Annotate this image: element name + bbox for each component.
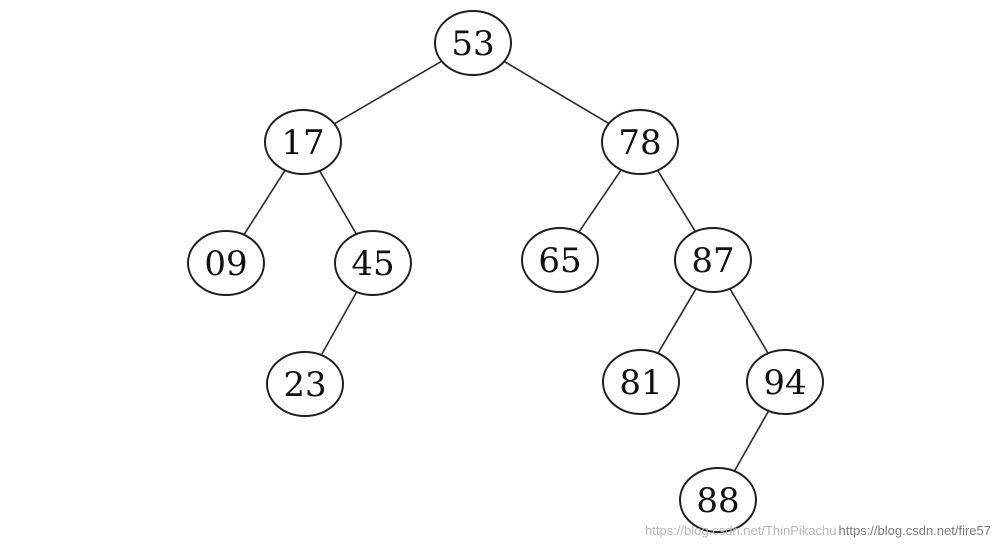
node-label: 23 [283, 365, 326, 405]
node-label: 81 [619, 363, 662, 403]
node-ellipse [679, 467, 757, 533]
edge-87-81 [657, 288, 697, 354]
node-ellipse [187, 230, 265, 296]
tree-node-53: 53 [434, 10, 512, 76]
tree-node-87: 87 [674, 227, 752, 293]
tree-node-23: 23 [266, 351, 344, 417]
edge-53-78 [503, 60, 610, 125]
tree-node-81: 81 [602, 349, 680, 415]
tree-node-88: 88 [679, 467, 757, 533]
edge-78-65 [578, 169, 622, 233]
node-label: 88 [696, 481, 739, 521]
node-ellipse [602, 349, 680, 415]
node-ellipse [434, 10, 512, 76]
edge-78-87 [656, 169, 697, 233]
node-ellipse [521, 227, 599, 293]
tree-node-45: 45 [334, 230, 412, 296]
edge-87-94 [729, 288, 769, 354]
node-label: 94 [763, 363, 806, 403]
node-ellipse [264, 109, 342, 175]
node-ellipse [746, 349, 824, 415]
watermark-faded-text: https://blog.csdn.net/ThinPikachu [645, 523, 837, 538]
node-label: 17 [281, 123, 324, 163]
edge-94-88 [733, 410, 770, 472]
node-ellipse [601, 109, 679, 175]
node-label: 78 [618, 123, 661, 163]
watermark-main-text: https://blog.csdn.net/fire57 [838, 523, 991, 538]
tree-node-65: 65 [521, 227, 599, 293]
edge-53-17 [333, 60, 443, 125]
node-label: 09 [204, 244, 247, 284]
node-label: 65 [538, 241, 581, 281]
edge-17-45 [318, 170, 358, 235]
nodes-layer: 53 17 78 09 45 65 87 23 81 94 88 [187, 10, 824, 533]
node-label: 45 [351, 244, 394, 284]
edge-17-09 [243, 169, 286, 236]
node-ellipse [674, 227, 752, 293]
tree-node-09: 09 [187, 230, 265, 296]
node-ellipse [334, 230, 412, 296]
node-ellipse [266, 351, 344, 417]
node-label: 53 [451, 24, 494, 64]
node-label: 87 [691, 241, 734, 281]
tree-node-94: 94 [746, 349, 824, 415]
tree-node-78: 78 [601, 109, 679, 175]
tree-node-17: 17 [264, 109, 342, 175]
edge-45-23 [320, 291, 358, 356]
edges-layer [243, 60, 770, 472]
